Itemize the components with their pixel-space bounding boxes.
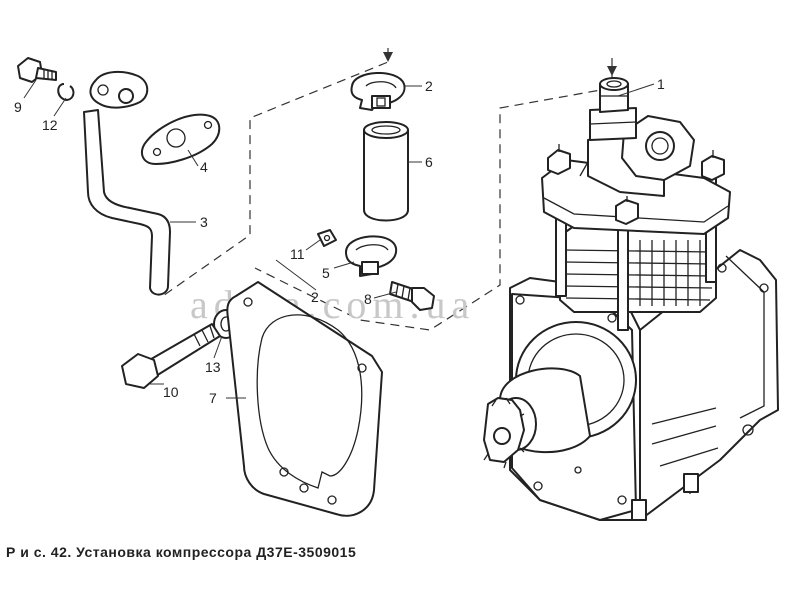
callout-1: 1 [657,76,665,92]
callout-2-lower: 2 [311,289,319,305]
washer-part-12 [57,83,75,101]
bolt-part-10 [121,323,221,389]
bolt-part-9 [17,57,57,83]
clamp-part-2-upper [350,71,406,111]
callout-8: 8 [364,291,372,307]
compressor-part-1 [483,77,779,521]
callout-4: 4 [200,159,208,175]
callout-7: 7 [209,390,217,406]
arrow-head-left [383,52,393,62]
callout-3: 3 [200,214,208,230]
callout-6: 6 [425,154,433,170]
pipe-part-3 [83,70,171,296]
callout-labels: 1 2 2 3 4 5 6 7 8 9 10 11 13 [14,76,665,406]
callout-9: 9 [14,99,22,115]
gasket-part-4 [140,113,221,165]
callout-2-upper: 2 [425,78,433,94]
sleeve-part-6 [363,121,409,222]
clamp-part-5 [345,235,398,277]
callout-5: 5 [322,265,330,281]
gasket-part-7 [226,281,383,517]
callout-13: 13 [205,359,221,375]
figure-caption: Р и с. 42. Установка компрессора Д37Е-35… [6,544,356,560]
arrow-head-right [607,66,617,76]
callout-10: 10 [163,384,179,400]
bolt-part-8 [389,281,435,311]
callout-11: 11 [290,246,305,262]
callout-12: 12 [42,117,58,133]
dashed-line-left [159,48,389,299]
nut-part-11 [317,229,337,247]
leader-lines [23,79,655,399]
